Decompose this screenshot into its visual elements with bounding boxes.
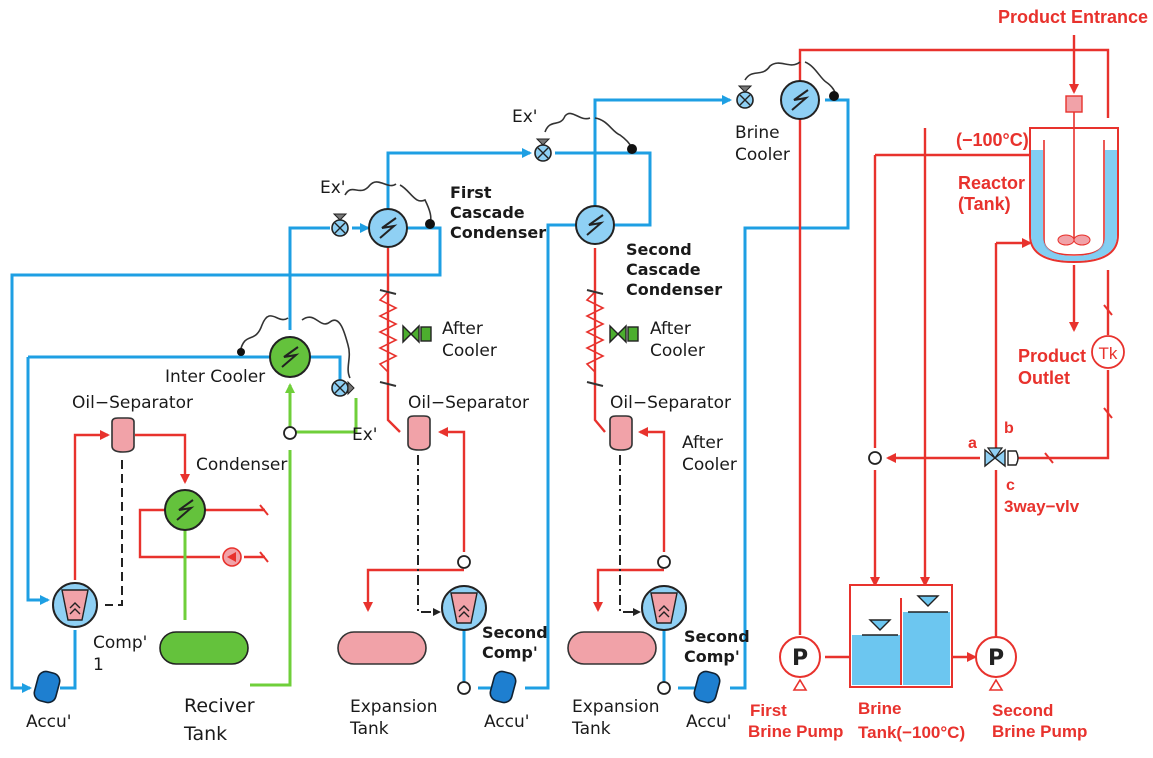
oil-separator: [111, 417, 135, 453]
expansion-tank: [337, 631, 427, 665]
second-brine-pump: P: [975, 636, 1017, 691]
compressor-icon: [52, 582, 98, 628]
labels: Product Entrance (−100°C) Reactor (Tank)…: [26, 7, 1148, 745]
oil-return-lines: [105, 455, 641, 616]
after-cooler-label-2: Cooler: [682, 455, 737, 475]
valve-c-label: c: [1006, 477, 1015, 494]
inter-cooler: [269, 336, 311, 378]
three-way-valve: [984, 447, 1019, 468]
receiver-tank-label-2: Tank: [183, 723, 227, 745]
ex-label-2: Ex': [512, 107, 537, 127]
second-comp-label: Second: [684, 627, 750, 646]
first-brine-pump: P: [779, 636, 821, 691]
condenser-label: Condenser: [196, 455, 287, 475]
three-way-valve-label: 3way−vlv: [1004, 497, 1080, 516]
temp-label: (−100°C): [956, 130, 1029, 150]
product-outlet-label-2: Outlet: [1018, 368, 1070, 388]
compressor-icon: [441, 585, 487, 631]
after-cooler-label: After: [442, 319, 483, 339]
accumulator-icon: [489, 670, 517, 704]
second-cascade-label: Second: [626, 240, 692, 259]
after-cooler-label-2: Cooler: [650, 341, 705, 361]
comp-1-label: Comp': [93, 633, 147, 653]
after-cooler-label: After: [650, 319, 691, 339]
oil-separator-label: Oil−Separator: [72, 393, 193, 413]
valve-b-label: b: [1004, 420, 1014, 437]
expansion-tank-label-2: Tank: [349, 719, 389, 739]
second-comp-label-2: Comp': [482, 643, 538, 662]
condenser-unit: [164, 489, 206, 531]
inter-cooler-label: Inter Cooler: [165, 367, 265, 387]
brine-tank-label-2: Tank(−100°C): [858, 723, 965, 742]
comp-1-label-2: 1: [93, 655, 104, 675]
after-cooler-coil: [378, 289, 398, 387]
capillary-lines: [237, 61, 839, 379]
expansion-valve-icon: [331, 379, 355, 397]
expansion-tank-label: Expansion: [572, 697, 660, 717]
pump-symbol: P: [988, 646, 1004, 671]
second-cascade-condenser: [575, 205, 615, 245]
ex-label-1: Ex': [320, 178, 345, 198]
after-cooler-coil: [585, 289, 605, 387]
first-brine-pump-label: First: [750, 701, 787, 720]
first-cascade-label-2: Cascade: [450, 203, 525, 222]
accumulator-icon: [693, 670, 721, 704]
reactor-label: Reactor: [958, 173, 1025, 193]
junction-nodes: [283, 426, 882, 695]
accu-label: Accu': [484, 712, 529, 732]
brine-cooler-label: Brine: [735, 123, 780, 143]
second-cascade-label-3: Condenser: [626, 280, 722, 299]
second-comp-label: Second: [482, 623, 548, 642]
first-brine-pump-label-2: Brine Pump: [748, 722, 843, 741]
pipe-break-marks: [259, 304, 1113, 563]
accu-label: Accu': [26, 712, 71, 732]
expansion-valve-icon: [534, 138, 552, 162]
compressor-icon: [641, 585, 687, 631]
oil-separator: [609, 415, 633, 451]
expansion-tank: [567, 631, 657, 665]
second-cascade-label-2: Cascade: [626, 260, 701, 279]
expansion-valve-icon: [736, 85, 754, 109]
oil-separator-label: Oil−Separator: [610, 393, 731, 413]
pump-symbol: P: [792, 646, 808, 671]
brine-cooler-label-2: Cooler: [735, 145, 790, 165]
ex-label-3: Ex': [352, 425, 377, 445]
valve-a-label: a: [968, 435, 977, 452]
after-cooler-label: After: [682, 433, 723, 453]
reactor-sub-label: (Tank): [958, 194, 1011, 214]
brine-tank: [849, 584, 953, 688]
tk-sensor: Tk: [1091, 335, 1125, 369]
receiver-tank-label: Reciver: [184, 695, 255, 717]
product-entrance-label: Product Entrance: [998, 7, 1148, 27]
accu-label: Accu': [686, 712, 731, 732]
oil-separator-label: Oil−Separator: [408, 393, 529, 413]
solenoid-valve-icon: [402, 324, 432, 344]
solenoid-valve-icon: [609, 324, 639, 344]
hot-gas-lines: [73, 35, 1110, 662]
oil-separator: [407, 415, 431, 451]
first-cascade-label: First: [450, 183, 492, 202]
product-outlet-label: Product: [1018, 346, 1086, 366]
expansion-tank-label: Expansion: [350, 697, 438, 717]
brine-cooler: [780, 80, 820, 120]
refrigerant-lines: [10, 95, 850, 693]
reactor-tank: [1029, 95, 1119, 264]
first-cascade-condenser: [368, 208, 408, 248]
accumulator-icon: [33, 670, 61, 704]
condenser-lines: [183, 383, 358, 687]
second-comp-label-2: Comp': [684, 647, 740, 666]
after-cooler-label-2: Cooler: [442, 341, 497, 361]
second-brine-pump-label-2: Brine Pump: [992, 722, 1087, 741]
expansion-tank-label-2: Tank: [571, 719, 611, 739]
first-cascade-label-3: Condenser: [450, 223, 546, 242]
second-brine-pump-label: Second: [992, 701, 1053, 720]
tk-label: Tk: [1099, 344, 1118, 363]
receiver-tank: [159, 631, 249, 665]
expansion-valve-icon: [331, 213, 349, 237]
brine-tank-label: Brine: [858, 699, 901, 718]
small-pump-icon: [222, 547, 242, 567]
